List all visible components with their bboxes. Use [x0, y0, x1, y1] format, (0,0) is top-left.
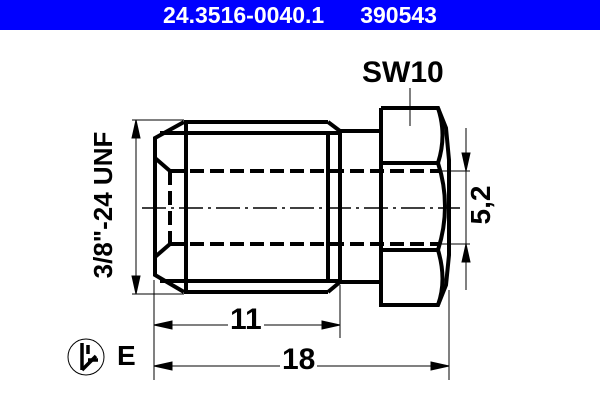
hex-head	[379, 106, 451, 307]
material-label: E	[117, 340, 136, 371]
thread-length-label: 11	[228, 303, 264, 337]
wrench-size-label: SW10	[362, 56, 444, 89]
bore-hidden-lines	[168, 169, 440, 246]
thread-body	[153, 120, 342, 294]
part-number: 24.3516-0040.1	[163, 1, 325, 28]
bore-dimension	[440, 128, 471, 290]
thread-label: 3/8"-24 UNF	[88, 131, 118, 279]
article-number: 390543	[360, 1, 437, 28]
thread-dimension	[131, 119, 184, 295]
bore-diameter-label: 5,2	[465, 185, 496, 225]
total-length-label: 18	[280, 343, 318, 377]
flare-type-icon	[67, 338, 105, 376]
title-bar: 24.3516-0040.1 390543	[0, 0, 600, 30]
